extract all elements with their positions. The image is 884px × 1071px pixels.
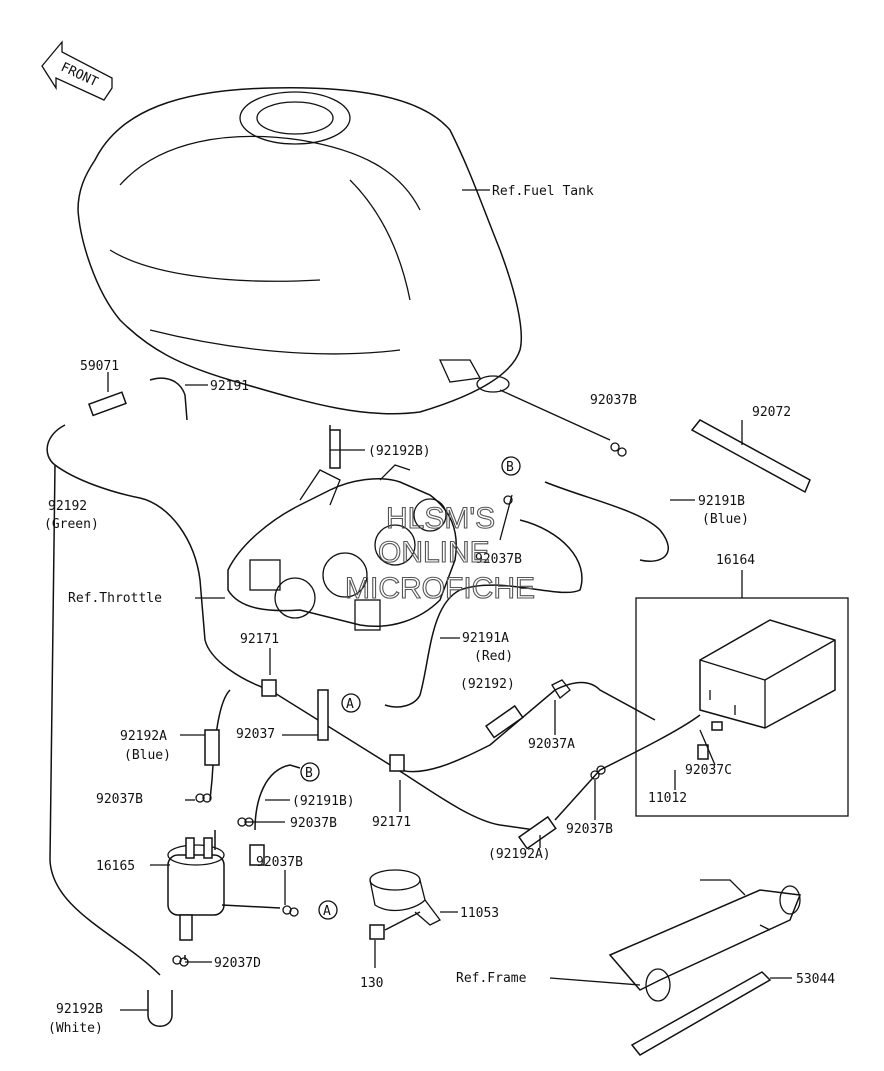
part-130-label: 130 [360, 976, 383, 991]
hose-92192b-white [147, 990, 173, 1027]
part-16165-label: 16165 [96, 859, 135, 874]
svg-text:B: B [506, 460, 514, 475]
part-11053-label: 11053 [460, 906, 499, 921]
strap-92072 [690, 419, 811, 494]
part-92037b-left2-label: 92037B [290, 816, 337, 831]
svg-text:A: A [323, 904, 331, 919]
part-92191a-color: (Red) [474, 649, 513, 664]
part-92072-label: 92072 [752, 405, 791, 420]
ref-fuel-tank-label: Ref.Fuel Tank [492, 184, 594, 199]
part-92192a-blue-color: (Blue) [124, 748, 171, 763]
marker-a-lower: A [318, 900, 338, 920]
bracket-11053 [369, 869, 441, 940]
watermark-line1: HLSM'S [386, 502, 495, 535]
watermark-line3: MICROFICHE [345, 572, 535, 605]
svg-text:A: A [346, 697, 354, 712]
part-92192-green-color: (Green) [44, 517, 99, 532]
marker-b-mid: B [300, 762, 320, 782]
part-92191-label: 92191 [210, 379, 249, 394]
part-92171-bottom-label: 92171 [372, 815, 411, 830]
part-92191b-color: (Blue) [702, 512, 749, 527]
marker-a-mid: A [341, 693, 361, 713]
part-92191b-paren-label: (92191B) [292, 794, 355, 809]
part-92192a-blue-label: 92192A [120, 729, 167, 744]
part-11012-label: 11012 [648, 791, 687, 806]
part-92192-paren-label: (92192) [460, 677, 515, 692]
part-59071-label: 59071 [80, 359, 119, 374]
part-92192b-label: (92192B) [368, 444, 431, 459]
part-92037-label: 92037 [236, 727, 275, 742]
part-92192b-white-color: (White) [48, 1021, 103, 1036]
part-16164-label: 16164 [716, 553, 755, 568]
marker-b-top: B [501, 456, 521, 476]
watermark: HLSM'S ONLINE MICROFICHE [344, 501, 535, 605]
part-92037b-tank-label: 92037B [590, 393, 637, 408]
part-92037d-label: 92037D [214, 956, 261, 971]
ref-throttle-label: Ref.Throttle [68, 591, 162, 606]
part-92191a-label: 92191A [462, 631, 509, 646]
svg-text:B: B [305, 766, 313, 781]
frame-drawing [608, 879, 802, 1056]
hose-routing [46, 377, 701, 976]
part-53044-label: 53044 [796, 972, 835, 987]
fuel-tank-drawing [77, 87, 523, 415]
ref-frame-label: Ref.Frame [456, 971, 527, 986]
part-92191b-label: 92191B [698, 494, 745, 509]
part-92192b-white-label: 92192B [56, 1002, 103, 1017]
part-92192a-paren-label: (92192A) [488, 847, 551, 862]
throttle-body-drawing [227, 464, 457, 631]
part-92037a-label: 92037A [528, 737, 575, 752]
canister-16164 [635, 597, 849, 817]
clip-icons [172, 442, 627, 967]
part-92037b-left-label: 92037B [96, 792, 143, 807]
part-92192-green-label: 92192 [48, 499, 87, 514]
part-92037b-mid-label: 92037B [475, 552, 522, 567]
front-arrow-icon: FRONT [41, 40, 113, 101]
fuel-filter-16165 [167, 837, 281, 941]
part-92037b-lower-label: 92037B [256, 855, 303, 870]
part-92171-top-label: 92171 [240, 632, 279, 647]
part-92037b-right-label: 92037B [566, 822, 613, 837]
part-92037c-label: 92037C [685, 763, 732, 778]
front-label: FRONT [58, 60, 100, 90]
leader-lines [107, 189, 792, 1011]
watermark-line2: ONLINE [378, 536, 490, 569]
